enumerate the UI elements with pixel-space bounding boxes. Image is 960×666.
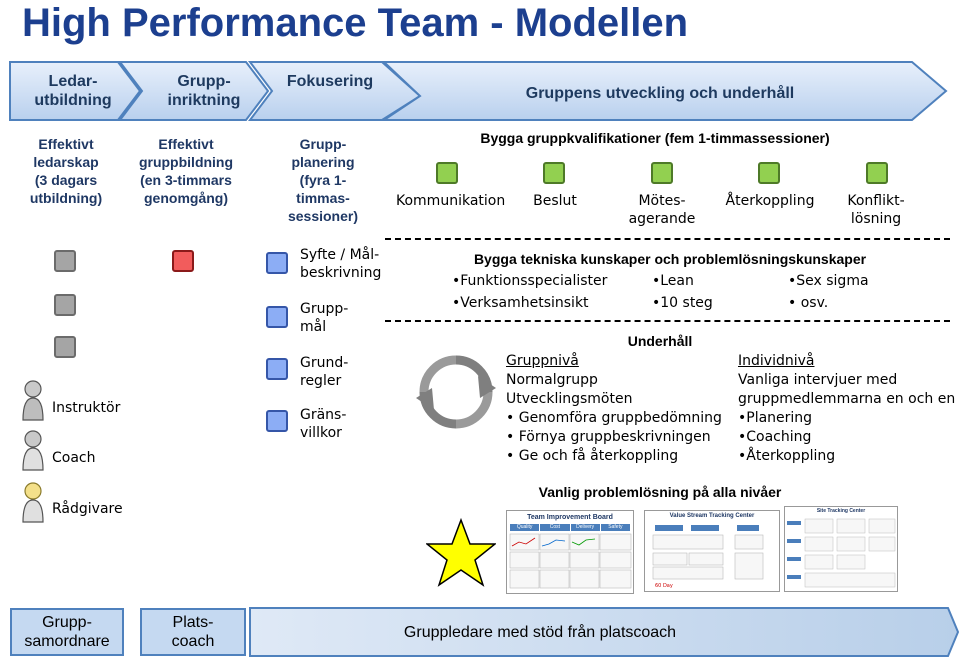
fokus-item-syfte: Syfte / Mål- beskrivning bbox=[300, 247, 382, 281]
bottom-gruppledare: Gruppledare med stöd från platscoach bbox=[403, 623, 677, 641]
gruppniva-line-1: Normalgrupp bbox=[506, 372, 598, 388]
board-title: Team Improvement Board bbox=[527, 514, 613, 521]
person-icon-coach bbox=[22, 430, 44, 471]
col-gruppplanering-text: Grupp- planering (fyra 1- timmas- sessio… bbox=[287, 136, 359, 224]
green-square-beslut bbox=[543, 162, 565, 184]
person-icons bbox=[22, 380, 44, 523]
gruppkval-heading: Bygga gruppkvalifikationer (fem 1-timmas… bbox=[480, 130, 830, 146]
site-tracking-thumb: Site Tracking Center bbox=[784, 506, 898, 592]
green-square-motesagerande bbox=[651, 162, 673, 184]
role-instruktor: Instruktör bbox=[52, 400, 121, 416]
gruppniva-title: Gruppnivå bbox=[506, 353, 579, 369]
gruppniva-bullet-2: • Förnya gruppbeskrivningen bbox=[506, 429, 711, 445]
board-grid bbox=[509, 533, 632, 589]
board-col-cost: Cost bbox=[540, 524, 570, 531]
individniva-bullet-1: •Planering bbox=[738, 410, 813, 426]
gruppkval-item-aterkoppling: Återkoppling bbox=[725, 193, 815, 209]
gruppkval-item-kommunikation: Kommunikation bbox=[396, 193, 506, 209]
individniva-title: Individnivå bbox=[738, 353, 815, 369]
individniva-line-1: Vanliga intervjuer med bbox=[738, 372, 898, 388]
vsm-grid: 60 Day bbox=[652, 525, 764, 589]
red-square bbox=[172, 250, 194, 272]
site-title: Site Tracking Center bbox=[816, 508, 866, 514]
gruppkval-item-konfliktlosning: Konflikt- lösning bbox=[847, 193, 905, 227]
bottom-platscoach: Plats- coach bbox=[140, 608, 246, 656]
arrow-fokusering bbox=[247, 61, 422, 121]
star-icon bbox=[426, 518, 496, 587]
value-stream-tracking-thumb: Value Stream Tracking Center 60 Day bbox=[644, 510, 780, 592]
col-gruppbildning-text: Effektivt gruppbildning (en 3-timmars ge… bbox=[138, 136, 234, 206]
gruppniva-line-2: Utvecklingsmöten bbox=[506, 391, 633, 407]
gray-square-1 bbox=[54, 250, 76, 272]
teknisk-a-2: •Verksamhetsinsikt bbox=[452, 295, 589, 311]
green-square-konfliktlosning bbox=[866, 162, 888, 184]
person-icon-instruktor bbox=[22, 380, 44, 421]
individniva-line-2: gruppmedlemmarna en och en bbox=[738, 391, 956, 407]
blue-square-syfte bbox=[266, 252, 288, 274]
blue-square-gransvillkor bbox=[266, 410, 288, 432]
teknisk-b-1: •Lean bbox=[652, 273, 694, 289]
separator-2 bbox=[385, 320, 950, 322]
arrow-ledarutbildning bbox=[9, 61, 142, 121]
problemlosning-heading: Vanlig problemlösning på alla nivåer bbox=[538, 484, 782, 500]
blue-square-gruppmal bbox=[266, 306, 288, 328]
teknisk-b-2: •10 steg bbox=[652, 295, 713, 311]
team-improvement-board-thumb: Team Improvement Board Quality Cost Deli… bbox=[506, 510, 634, 594]
arrow-label-ledarutbildning: Ledar- utbildning bbox=[34, 73, 112, 109]
teknisk-heading: Bygga tekniska kunskaper och problemlösn… bbox=[473, 251, 867, 267]
blue-square-grundregler bbox=[266, 358, 288, 380]
arrow-label-gruppens-utveckling: Gruppens utveckling och underhåll bbox=[525, 85, 795, 102]
green-square-kommunikation bbox=[436, 162, 458, 184]
role-coach: Coach bbox=[52, 450, 96, 466]
gruppniva-bullet-3: • Ge och få återkoppling bbox=[506, 448, 679, 464]
fokus-item-gruppmal: Grupp- mål bbox=[300, 301, 349, 335]
board-col-delivery: Delivery bbox=[570, 524, 600, 531]
gruppkval-item-beslut: Beslut bbox=[533, 193, 577, 209]
cycle-arrows-icon bbox=[416, 355, 496, 429]
gray-square-2 bbox=[54, 294, 76, 316]
header-arrows bbox=[9, 61, 948, 121]
gruppniva-bullet-1: • Genomföra gruppbedömning bbox=[506, 410, 722, 426]
page-title: High Performance Team - Modellen bbox=[22, 1, 689, 45]
role-radgivare: Rådgivare bbox=[52, 501, 123, 517]
site-grid bbox=[787, 518, 896, 588]
arrow-gruppinriktning bbox=[117, 61, 270, 121]
gray-square-3 bbox=[54, 336, 76, 358]
bottom-gruppsamordnare: Grupp- samordnare bbox=[10, 608, 124, 656]
individniva-bullet-2: •Coaching bbox=[738, 429, 812, 445]
teknisk-c-2: • osv. bbox=[788, 295, 829, 311]
gruppniva-bullet-3-text: Ge och få återkoppling bbox=[518, 448, 679, 464]
vsm-60day: 60 Day bbox=[655, 583, 673, 589]
fokus-item-gransvillkor: Gräns- villkor bbox=[300, 407, 347, 441]
person-icon-radgivare bbox=[22, 482, 44, 523]
gruppniva-bullet-2-text: Förnya gruppbeskrivningen bbox=[518, 429, 711, 445]
bottom-arrow bbox=[249, 607, 960, 657]
individniva-bullet-3: •Återkoppling bbox=[738, 448, 836, 464]
arrow-label-gruppinriktning: Grupp- inriktning bbox=[167, 73, 241, 109]
gruppkval-item-motesagerande: Mötes- agerande bbox=[628, 193, 696, 227]
arrow-label-fokusering: Fokusering bbox=[286, 73, 374, 90]
fokus-item-grundregler: Grund- regler bbox=[300, 355, 349, 389]
board-col-safety: Safety bbox=[600, 524, 630, 531]
teknisk-c-1: •Sex sigma bbox=[788, 273, 869, 289]
col-ledarskap-text: Effektivt ledarskap (3 dagars utbildning… bbox=[29, 136, 103, 206]
arrow-gruppens-utveckling bbox=[380, 61, 948, 121]
vsm-title: Value Stream Tracking Center bbox=[669, 513, 755, 519]
board-col-quality: Quality bbox=[510, 524, 540, 531]
green-square-aterkoppling bbox=[758, 162, 780, 184]
teknisk-a-1: •Funktionsspecialister bbox=[452, 273, 608, 289]
separator-1 bbox=[385, 238, 950, 240]
underhall-heading: Underhåll bbox=[627, 333, 693, 349]
gruppniva-bullet-1-text: Genomföra gruppbedömning bbox=[518, 410, 722, 426]
